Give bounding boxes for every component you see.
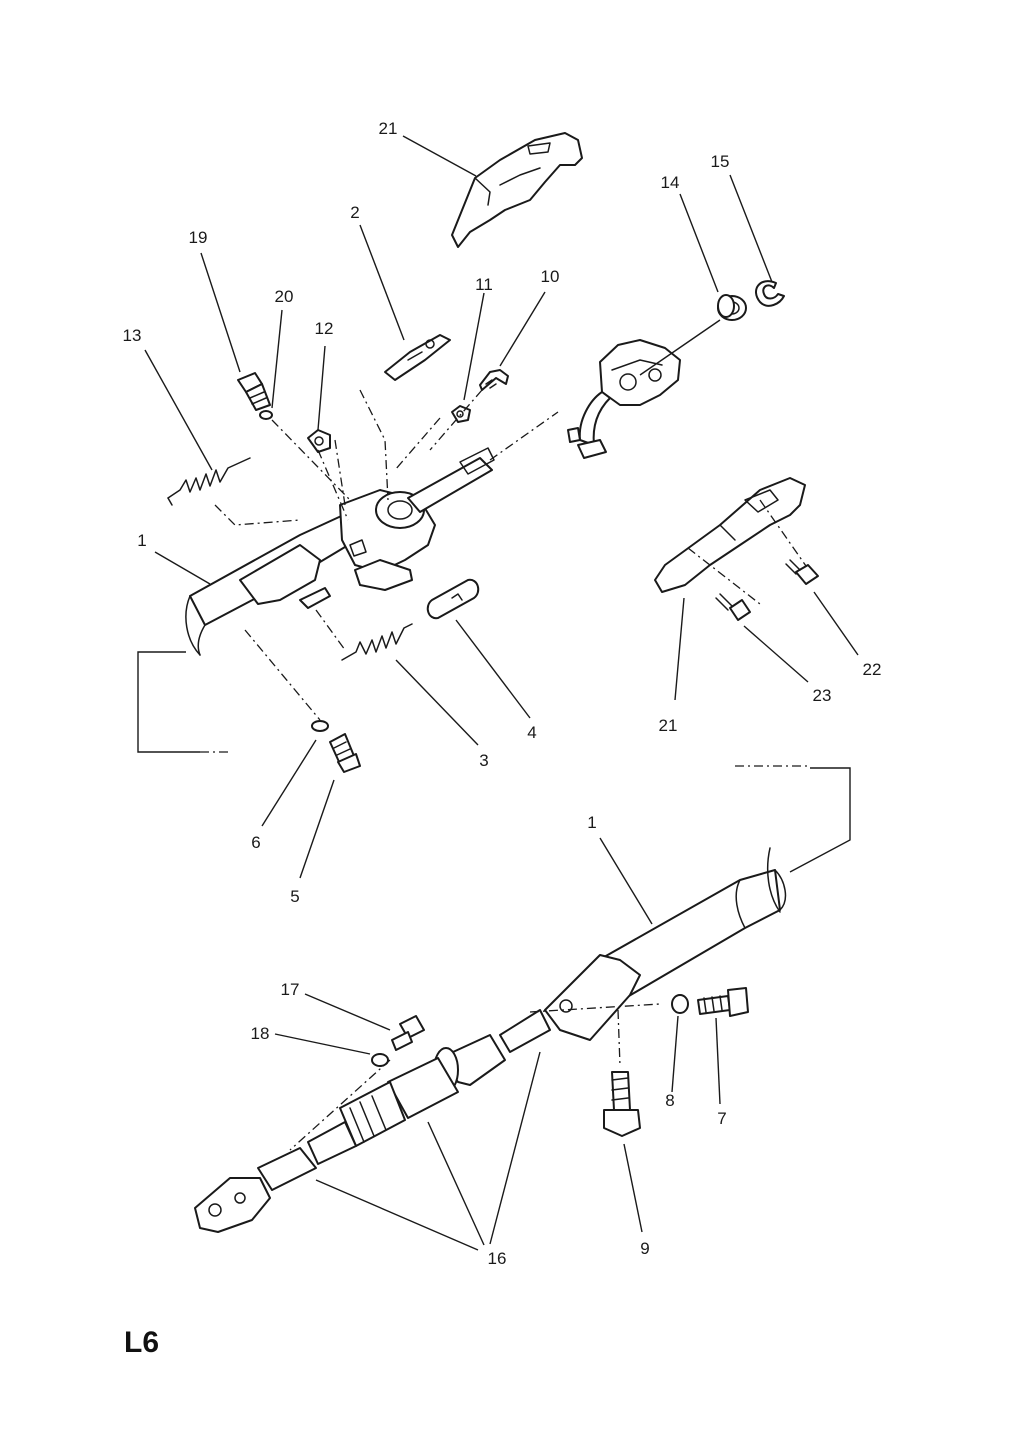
- callout-12: 12: [315, 319, 334, 338]
- ignition-lock-housing: [567, 339, 681, 459]
- part-1-column-lower: [499, 847, 787, 1053]
- part-20-washer: [259, 410, 273, 420]
- callout-5: 5: [290, 887, 299, 906]
- callout-17: 17: [281, 980, 300, 999]
- part-3-spring: [341, 623, 413, 661]
- callout-13: 13: [123, 326, 142, 345]
- page-code-label: L6: [124, 1326, 159, 1359]
- callout-21-right: 21: [659, 716, 678, 735]
- part-18-washer: [371, 1053, 389, 1067]
- callout-9: 9: [640, 1239, 649, 1258]
- part-6-washer: [311, 720, 329, 732]
- callout-20: 20: [275, 287, 294, 306]
- part-15-circlip: [755, 280, 785, 307]
- part-23-screw: [715, 593, 751, 621]
- callout-23: 23: [813, 686, 832, 705]
- callout-15: 15: [711, 152, 730, 171]
- callout-2: 2: [350, 203, 359, 222]
- assembly-lines: [137, 389, 851, 1151]
- callout-18: 18: [251, 1024, 270, 1043]
- callout-14: 14: [661, 173, 680, 192]
- callout-16: 16: [488, 1249, 507, 1268]
- part-21-upper-shroud: [451, 132, 583, 248]
- part-11-nut: [451, 405, 471, 423]
- part-21-lower-shroud: [654, 477, 806, 593]
- part-8-washer: [671, 994, 689, 1014]
- callout-1-bottom: 1: [587, 813, 596, 832]
- part-5-bolt: [329, 733, 361, 773]
- part-19-bolt: [237, 372, 271, 411]
- part-2-plate: [384, 334, 451, 381]
- callout-8: 8: [665, 1091, 674, 1110]
- callout-3: 3: [479, 751, 488, 770]
- callout-19: 19: [189, 228, 208, 247]
- part-12-nut: [307, 429, 331, 453]
- callout-22: 22: [863, 660, 882, 679]
- callout-11: 11: [475, 275, 493, 294]
- part-22-screw: [785, 559, 819, 585]
- part-4-pin: [426, 578, 480, 620]
- callout-1-top: 1: [137, 531, 146, 550]
- part-10-bolt: [479, 369, 509, 391]
- part-13-spring: [167, 457, 251, 506]
- callout-4: 4: [527, 723, 536, 742]
- callout-21-top: 21: [379, 119, 398, 138]
- callout-6: 6: [251, 833, 260, 852]
- part-1-column-upper: [185, 447, 495, 656]
- leader-lines: [144, 135, 859, 1251]
- part-14-bearing: [717, 294, 747, 321]
- part-9-bolt: [603, 1071, 641, 1137]
- callout-7: 7: [717, 1109, 726, 1128]
- part-17-bolt: [391, 1015, 425, 1051]
- callout-labels: 21 2 19 20 12 13 11 10 14 15 1 3 4 6 5 2…: [123, 119, 882, 1268]
- part-16-intermediate-shaft: [194, 1034, 506, 1233]
- callout-10: 10: [541, 267, 560, 286]
- part-7-bolt: [697, 987, 749, 1017]
